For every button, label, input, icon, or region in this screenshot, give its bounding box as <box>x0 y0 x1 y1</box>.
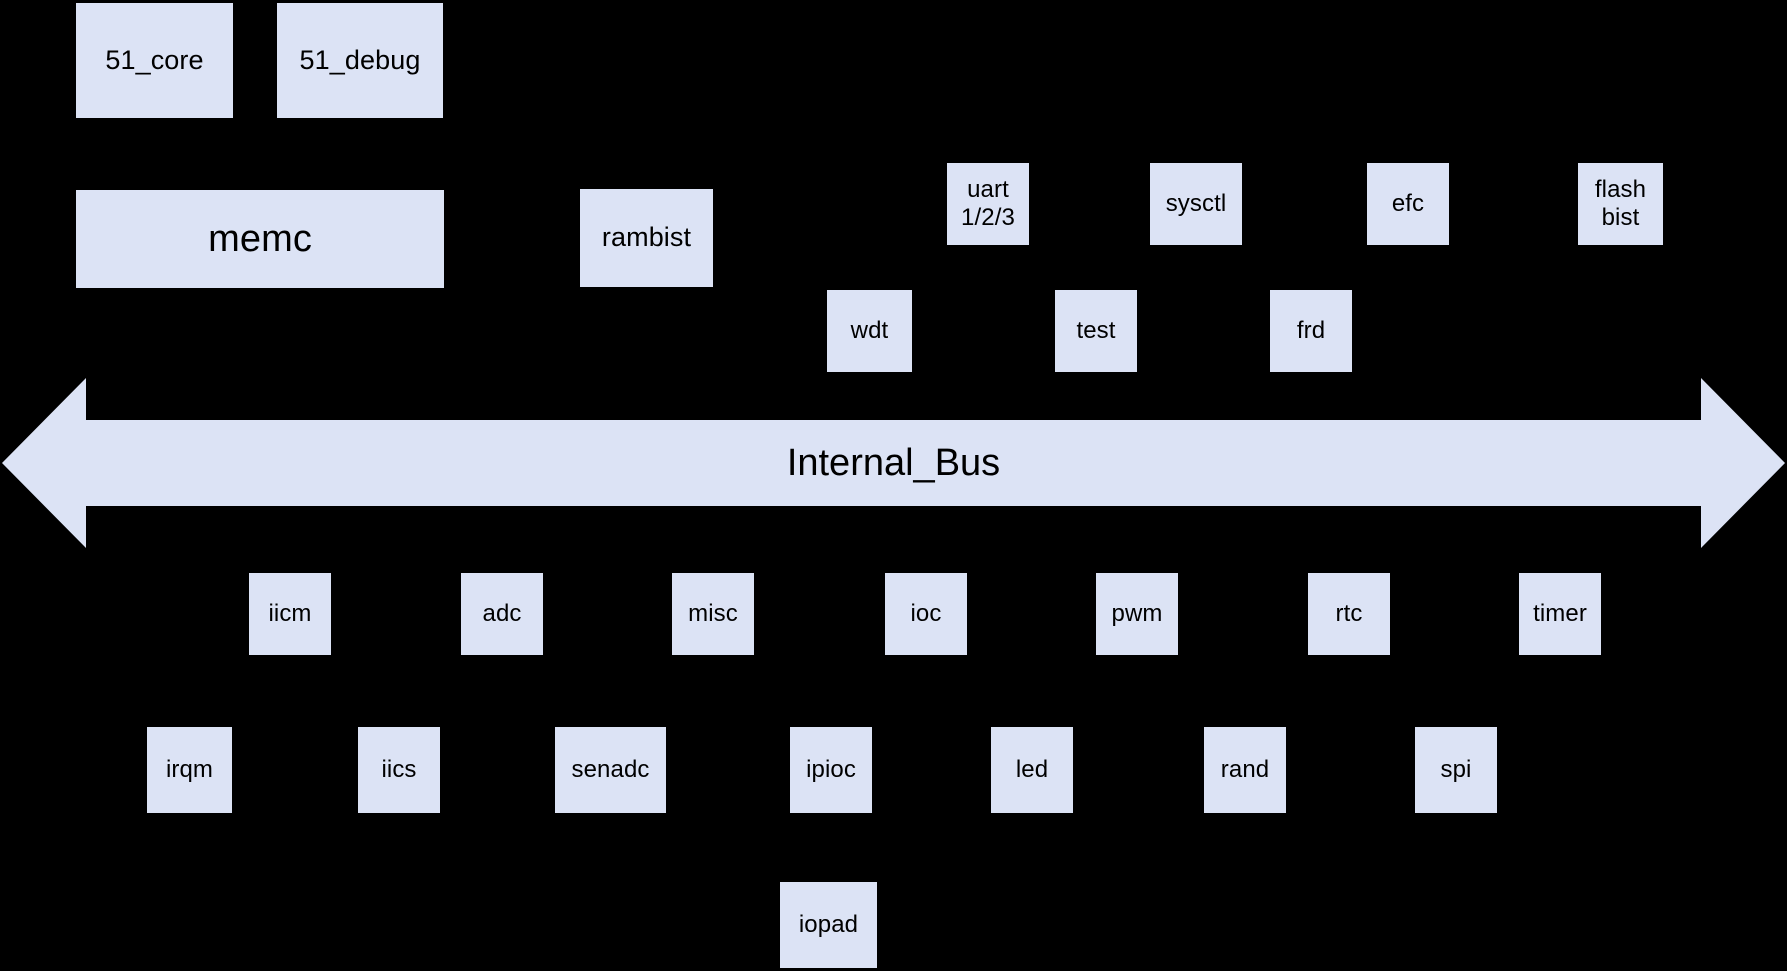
internal-bus-polygon <box>2 378 1785 548</box>
block-senadc[interactable]: senadc <box>555 727 666 813</box>
block-spi[interactable]: spi <box>1415 727 1497 813</box>
internal-bus-arrow: Internal_Bus <box>2 378 1785 548</box>
internal-bus-shape <box>2 378 1785 548</box>
block-test[interactable]: test <box>1055 290 1137 372</box>
block-irqm[interactable]: irqm <box>147 727 232 813</box>
block-memc[interactable]: memc <box>76 190 444 288</box>
block-iicm[interactable]: iicm <box>249 573 331 655</box>
block-51_debug[interactable]: 51_debug <box>277 3 443 118</box>
block-ioc[interactable]: ioc <box>885 573 967 655</box>
block-iics[interactable]: iics <box>358 727 440 813</box>
block-rand[interactable]: rand <box>1204 727 1286 813</box>
block-51_core[interactable]: 51_core <box>76 3 233 118</box>
block-timer[interactable]: timer <box>1519 573 1601 655</box>
block-ipioc[interactable]: ipioc <box>790 727 872 813</box>
block-pwm[interactable]: pwm <box>1096 573 1178 655</box>
block-iopad[interactable]: iopad <box>780 882 877 968</box>
block-rtc[interactable]: rtc <box>1308 573 1390 655</box>
block-uart123[interactable]: uart 1/2/3 <box>947 163 1029 245</box>
block-frd[interactable]: frd <box>1270 290 1352 372</box>
block-efc[interactable]: efc <box>1367 163 1449 245</box>
block-rambist[interactable]: rambist <box>580 189 713 287</box>
block-wdt[interactable]: wdt <box>827 290 912 372</box>
block-flashbist[interactable]: flash bist <box>1578 163 1663 245</box>
block-misc[interactable]: misc <box>672 573 754 655</box>
block-led[interactable]: led <box>991 727 1073 813</box>
block-adc[interactable]: adc <box>461 573 543 655</box>
block-sysctl[interactable]: sysctl <box>1150 163 1242 245</box>
